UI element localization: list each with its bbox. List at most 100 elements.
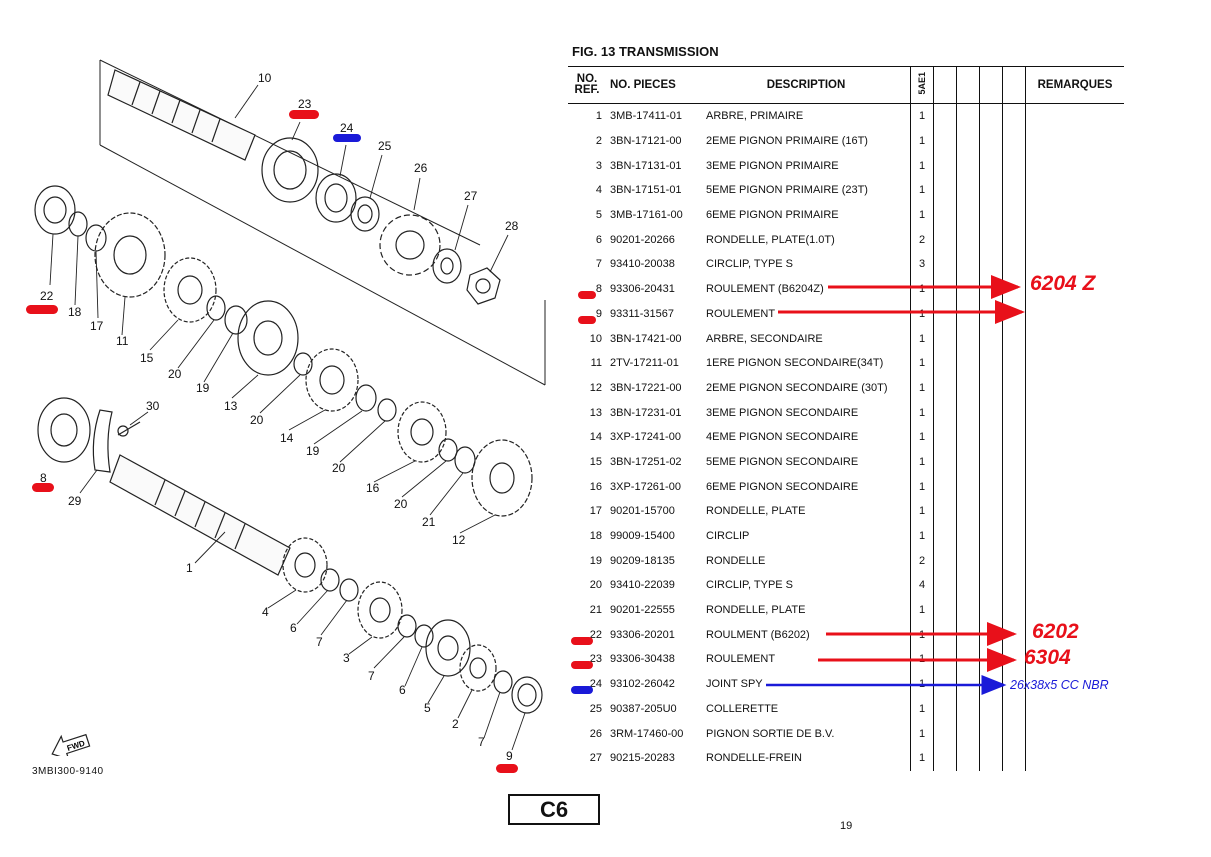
row-part-number: 3BN-17231-01: [610, 406, 682, 419]
row-part-number: 90201-22555: [610, 604, 675, 617]
row-quantity: 1: [910, 326, 934, 351]
row-blank-cell: [1002, 227, 1026, 253]
row-remarks: [1025, 671, 1124, 697]
row-blank-cell: [979, 153, 1003, 179]
row-quantity: 1: [910, 745, 934, 771]
row-blank-cell: [1002, 622, 1026, 648]
row-quantity: 1: [910, 597, 934, 623]
row-blank-cell: [933, 523, 957, 549]
row-blank-cell: [1002, 523, 1026, 549]
row-blank-cell: [979, 449, 1003, 475]
row-quantity: 4: [910, 573, 934, 598]
row-blank-cell: [979, 696, 1003, 722]
page-number: 19: [840, 820, 853, 832]
row-mark-9: [578, 316, 596, 324]
row-blank-cell: [933, 301, 957, 327]
row-blank-cell: [956, 128, 980, 154]
row-blank-cell: [1002, 128, 1026, 154]
row-remarks: [1025, 103, 1124, 129]
row-part-number: 3BN-17131-01: [610, 159, 682, 172]
callout-label: 18: [68, 305, 82, 319]
row-ref: 25: [589, 702, 602, 715]
row-blank-cell: [979, 375, 1003, 401]
row-blank-cell: [1002, 103, 1026, 129]
row-blank-cell: [933, 548, 957, 574]
row-blank-cell: [1002, 301, 1026, 327]
row-blank-cell: [956, 153, 980, 179]
callout-label: 26: [414, 161, 428, 175]
row-part-number: 3BN-17121-00: [610, 135, 682, 148]
row-description: 6EME PIGNON SECONDAIRE: [706, 480, 859, 493]
row-description: 5EME PIGNON PRIMAIRE (23T): [706, 184, 868, 197]
row-blank-cell: [933, 573, 957, 598]
callout-label: 6: [399, 683, 406, 697]
row-blank-cell: [933, 350, 957, 376]
row-part-number: 93102-26042: [610, 678, 675, 691]
callout-label: 20: [168, 367, 182, 381]
row-blank-cell: [979, 721, 1003, 746]
header-model: 5AE1: [910, 66, 934, 104]
row-description: 3EME PIGNON PRIMAIRE: [706, 159, 839, 172]
row-blank-cell: [979, 622, 1003, 648]
highlight-mark-22: [26, 305, 58, 314]
row-description: COLLERETTE: [706, 702, 779, 715]
row-quantity: 1: [910, 301, 934, 327]
row-blank-cell: [1002, 745, 1026, 771]
row-ref: 21: [589, 604, 602, 617]
row-part-number: 93306-20201: [610, 628, 675, 641]
callout-label: 11: [116, 334, 129, 348]
row-ref: 4: [595, 184, 602, 197]
row-remarks: [1025, 178, 1124, 203]
row-blank-cell: [1002, 449, 1026, 475]
row-part-number: 90201-20266: [610, 233, 675, 246]
row-blank-cell: [956, 375, 980, 401]
row-ref: 17: [589, 505, 602, 518]
callout-label: 17: [90, 319, 104, 333]
row-ref: 9: [595, 307, 602, 320]
row-description: 1ERE PIGNON SECONDAIRE(34T): [706, 357, 884, 370]
header-blank-col: [933, 66, 957, 104]
row-blank-cell: [956, 499, 980, 524]
row-part-number: 93306-20431: [610, 283, 675, 296]
row-description: RONDELLE, PLATE: [706, 505, 806, 518]
row-part-number: 3RM-17460-00: [610, 727, 684, 740]
callout-label: 20: [250, 413, 264, 427]
row-part-number: 3XP-17261-00: [610, 480, 681, 493]
row-part-number: 3BN-17251-02: [610, 455, 682, 468]
note-bearing-8: 6204 Z: [1030, 272, 1096, 295]
row-blank-cell: [956, 573, 980, 598]
row-remarks: [1025, 523, 1124, 549]
callout-label: 2: [452, 717, 459, 731]
row-blank-cell: [979, 326, 1003, 351]
row-blank-cell: [1002, 647, 1026, 672]
row-blank-cell: [956, 301, 980, 327]
row-blank-cell: [933, 252, 957, 277]
row-quantity: 1: [910, 474, 934, 499]
row-description: ROULMENT (B6202): [706, 628, 810, 641]
row-blank-cell: [979, 128, 1003, 154]
note-bearing-23: 6304: [1024, 646, 1071, 669]
row-blank-cell: [956, 548, 980, 574]
row-ref: 11: [590, 357, 602, 370]
row-blank-cell: [933, 276, 957, 302]
row-part-number: 90387-205U0: [610, 702, 677, 715]
row-blank-cell: [933, 745, 957, 771]
callout-label: 3: [343, 651, 350, 665]
row-part-number: 3XP-17241-00: [610, 431, 681, 444]
callout-label: 10: [258, 71, 272, 85]
callout-label: 19: [196, 381, 210, 395]
row-ref: 14: [589, 431, 602, 444]
row-blank-cell: [1002, 499, 1026, 524]
row-quantity: 1: [910, 696, 934, 722]
row-blank-cell: [933, 202, 957, 228]
row-quantity: 1: [910, 400, 934, 425]
row-quantity: 1: [910, 424, 934, 450]
row-remarks: [1025, 424, 1124, 450]
